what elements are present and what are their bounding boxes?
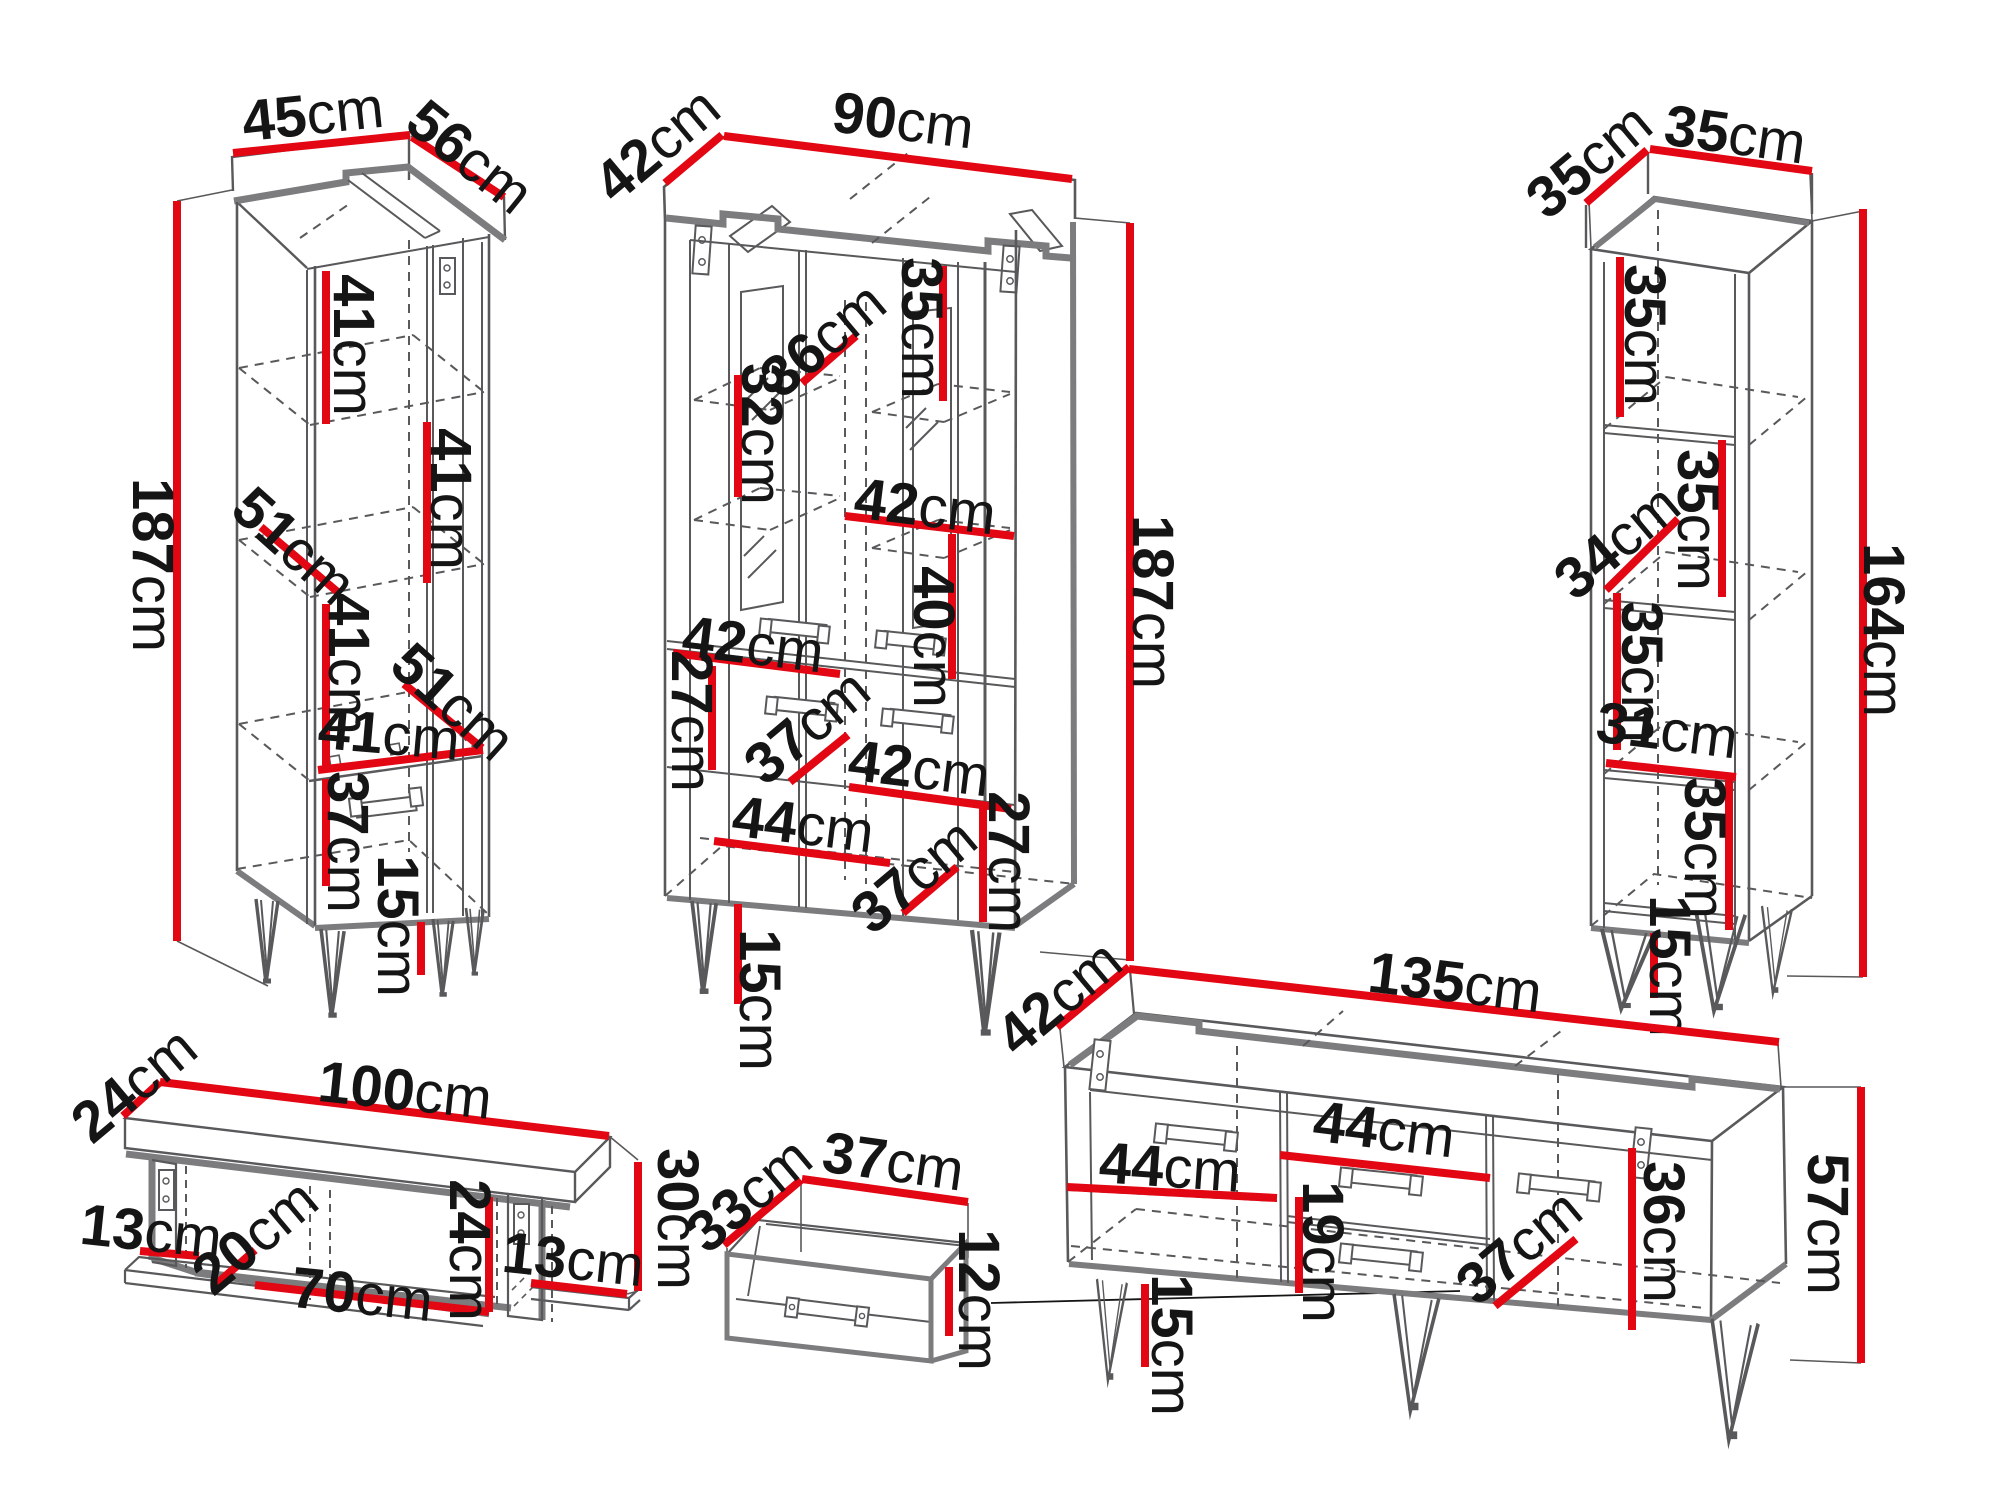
svg-text:90cm: 90cm: [829, 80, 978, 162]
svg-text:37cm: 37cm: [818, 1119, 968, 1203]
svg-text:27cm: 27cm: [659, 650, 724, 792]
svg-text:70cm: 70cm: [288, 1255, 436, 1334]
svg-text:24cm: 24cm: [437, 1179, 502, 1321]
svg-text:187cm: 187cm: [120, 478, 185, 652]
svg-text:42cm: 42cm: [679, 604, 828, 686]
svg-text:42cm: 42cm: [851, 466, 1000, 548]
svg-text:35cm: 35cm: [1672, 777, 1737, 919]
svg-text:44cm: 44cm: [1097, 1130, 1243, 1205]
svg-text:15cm: 15cm: [1139, 1274, 1204, 1416]
svg-text:187cm: 187cm: [1120, 515, 1185, 689]
svg-text:12cm: 12cm: [946, 1229, 1011, 1371]
svg-text:42cm: 42cm: [845, 728, 994, 810]
svg-text:13cm: 13cm: [499, 1220, 647, 1299]
svg-text:19cm: 19cm: [1290, 1181, 1355, 1323]
svg-text:35cm: 35cm: [1612, 264, 1677, 406]
svg-text:36cm: 36cm: [1631, 1161, 1696, 1303]
svg-text:27cm: 27cm: [976, 791, 1041, 933]
svg-text:35cm: 35cm: [1660, 92, 1810, 176]
svg-text:15cm: 15cm: [727, 929, 792, 1071]
svg-text:100cm: 100cm: [315, 1049, 495, 1132]
svg-text:164cm: 164cm: [1851, 543, 1916, 717]
svg-text:30cm: 30cm: [645, 1148, 710, 1290]
svg-text:32cm: 32cm: [729, 363, 794, 505]
svg-text:15cm: 15cm: [365, 855, 430, 997]
svg-text:31cm: 31cm: [1593, 690, 1742, 772]
svg-text:41cm: 41cm: [316, 593, 381, 735]
svg-text:135cm: 135cm: [1365, 940, 1546, 1026]
svg-text:45cm: 45cm: [239, 75, 387, 154]
svg-text:41cm: 41cm: [321, 274, 386, 416]
svg-text:44cm: 44cm: [1310, 1089, 1459, 1171]
svg-text:35cm: 35cm: [889, 257, 954, 399]
svg-text:40cm: 40cm: [901, 566, 966, 708]
svg-text:13cm: 13cm: [77, 1192, 225, 1271]
svg-text:44cm: 44cm: [729, 784, 878, 866]
svg-text:57cm: 57cm: [1795, 1153, 1860, 1295]
svg-text:15cm: 15cm: [1637, 895, 1702, 1037]
svg-text:35cm: 35cm: [1609, 601, 1674, 743]
svg-text:37cm: 37cm: [315, 771, 380, 913]
svg-text:35cm: 35cm: [1665, 449, 1730, 591]
svg-text:41cm: 41cm: [418, 428, 483, 570]
svg-text:41cm: 41cm: [316, 696, 463, 773]
